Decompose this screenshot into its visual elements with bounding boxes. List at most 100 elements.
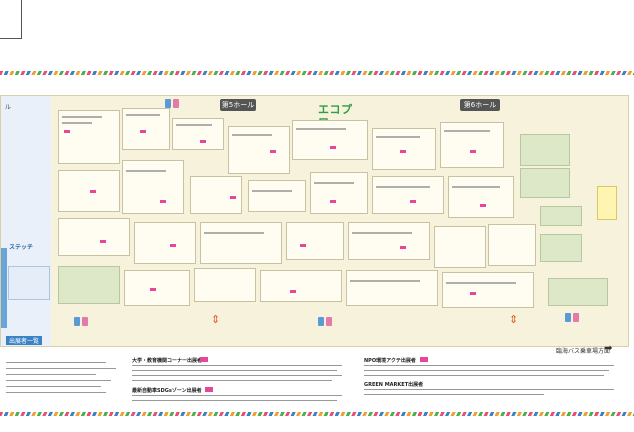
booth-number-marker <box>480 204 486 207</box>
booth-block <box>292 120 368 160</box>
booth-block <box>442 272 534 308</box>
exit-arrow-icon: ➡ <box>604 343 613 354</box>
booth-number-marker <box>150 288 156 291</box>
booth-block <box>260 270 342 302</box>
left-hall-area: ル ステッチ <box>1 96 51 346</box>
booth-block <box>172 118 224 150</box>
green-zone <box>58 266 120 304</box>
booth-block <box>194 268 256 302</box>
section-title-auto-sdgs: 最新自動車SDGsゾーン出展者 <box>132 388 202 394</box>
legend-line <box>6 374 96 375</box>
legend-line <box>132 400 337 401</box>
eco-pro-logo: エコプロ <box>318 103 353 129</box>
booth-block <box>58 218 130 256</box>
bottom-decorative-border <box>0 412 634 416</box>
blue-zone <box>8 266 50 300</box>
previous-page-frame <box>0 0 22 39</box>
booth-text <box>204 232 264 234</box>
exit-direction-label: 臨海バス乗車場方面 <box>556 348 611 355</box>
legend-line <box>6 368 116 369</box>
legend-line <box>6 380 111 381</box>
booth-number-marker <box>270 150 276 153</box>
section-title-universities: 大学・教育機関コーナー出展者 <box>132 358 203 364</box>
booth-number-marker <box>470 150 476 153</box>
legend-line <box>6 362 106 363</box>
legend-line <box>132 370 337 371</box>
booth-text <box>446 282 516 284</box>
booth-block <box>58 170 120 212</box>
booth-text <box>62 122 92 124</box>
legend-line <box>6 386 101 387</box>
booth-number-marker <box>290 290 296 293</box>
booth-text <box>452 186 500 188</box>
booth-number-marker <box>330 200 336 203</box>
booth-number-marker <box>470 292 476 295</box>
section-badge <box>205 387 213 392</box>
booth-text <box>314 182 354 184</box>
restroom-icon <box>165 99 171 108</box>
booth-block <box>348 222 430 260</box>
booth-block <box>440 122 504 168</box>
hall-label-6: 第6ホール <box>460 99 500 111</box>
booth-text <box>376 186 430 188</box>
booth-text <box>62 116 102 118</box>
booth-number-marker <box>170 244 176 247</box>
top-decorative-border <box>0 71 634 75</box>
booth-block <box>372 128 436 170</box>
booth-block <box>448 176 514 218</box>
restroom-icon <box>173 99 179 108</box>
section-title-green-market: GREEN MARKET出展者 <box>364 382 424 388</box>
green-zone <box>548 278 608 306</box>
booth-text <box>444 130 490 132</box>
restroom-icon <box>565 313 571 322</box>
legend-line <box>364 370 609 371</box>
booth-number-marker <box>90 190 96 193</box>
booth-number-marker <box>140 130 146 133</box>
section-badge <box>200 357 208 362</box>
escalator-arrow-icon: ⇕ <box>509 313 519 326</box>
booth-text <box>176 124 212 126</box>
booth-block <box>122 160 184 214</box>
booth-text <box>252 190 292 192</box>
left-hall-label: ル <box>5 104 12 111</box>
restroom-icon <box>573 313 579 322</box>
restroom-icon <box>82 317 88 326</box>
booth-number-marker <box>230 196 236 199</box>
left-section-stripe <box>1 248 7 328</box>
booth-block <box>124 270 190 306</box>
booth-number-marker <box>300 244 306 247</box>
booth-number-marker <box>64 130 70 133</box>
highlight-zone <box>597 186 617 220</box>
booth-block <box>488 224 536 266</box>
section-badge <box>420 357 428 362</box>
booth-block <box>310 172 368 214</box>
booth-text <box>350 280 420 282</box>
green-zone <box>520 168 570 198</box>
booth-number-marker <box>160 200 166 203</box>
legend-line <box>6 392 106 393</box>
booth-block <box>286 222 344 260</box>
booth-text <box>232 134 272 136</box>
legend-line <box>364 365 614 366</box>
restroom-icon <box>326 317 332 326</box>
escalator-arrow-icon: ⇕ <box>211 313 221 326</box>
booth-block <box>190 176 242 214</box>
booth-block <box>372 176 444 214</box>
left-legend-tag: 出展者一覧 <box>6 336 43 345</box>
booth-number-marker <box>100 240 106 243</box>
booth-number-marker <box>410 200 416 203</box>
green-zone <box>520 134 570 166</box>
booth-text <box>352 232 412 234</box>
section-title-npo: NPO環境アクテ出展者 <box>364 358 416 364</box>
booth-block <box>248 180 306 212</box>
legend-line <box>364 389 614 390</box>
booth-number-marker <box>400 246 406 249</box>
legend-line <box>132 375 342 376</box>
legend-line <box>132 365 342 366</box>
green-zone <box>540 234 582 262</box>
booth-number-marker <box>330 146 336 149</box>
booth-text <box>126 170 166 172</box>
legend-line <box>132 380 332 381</box>
restroom-icon <box>318 317 324 326</box>
